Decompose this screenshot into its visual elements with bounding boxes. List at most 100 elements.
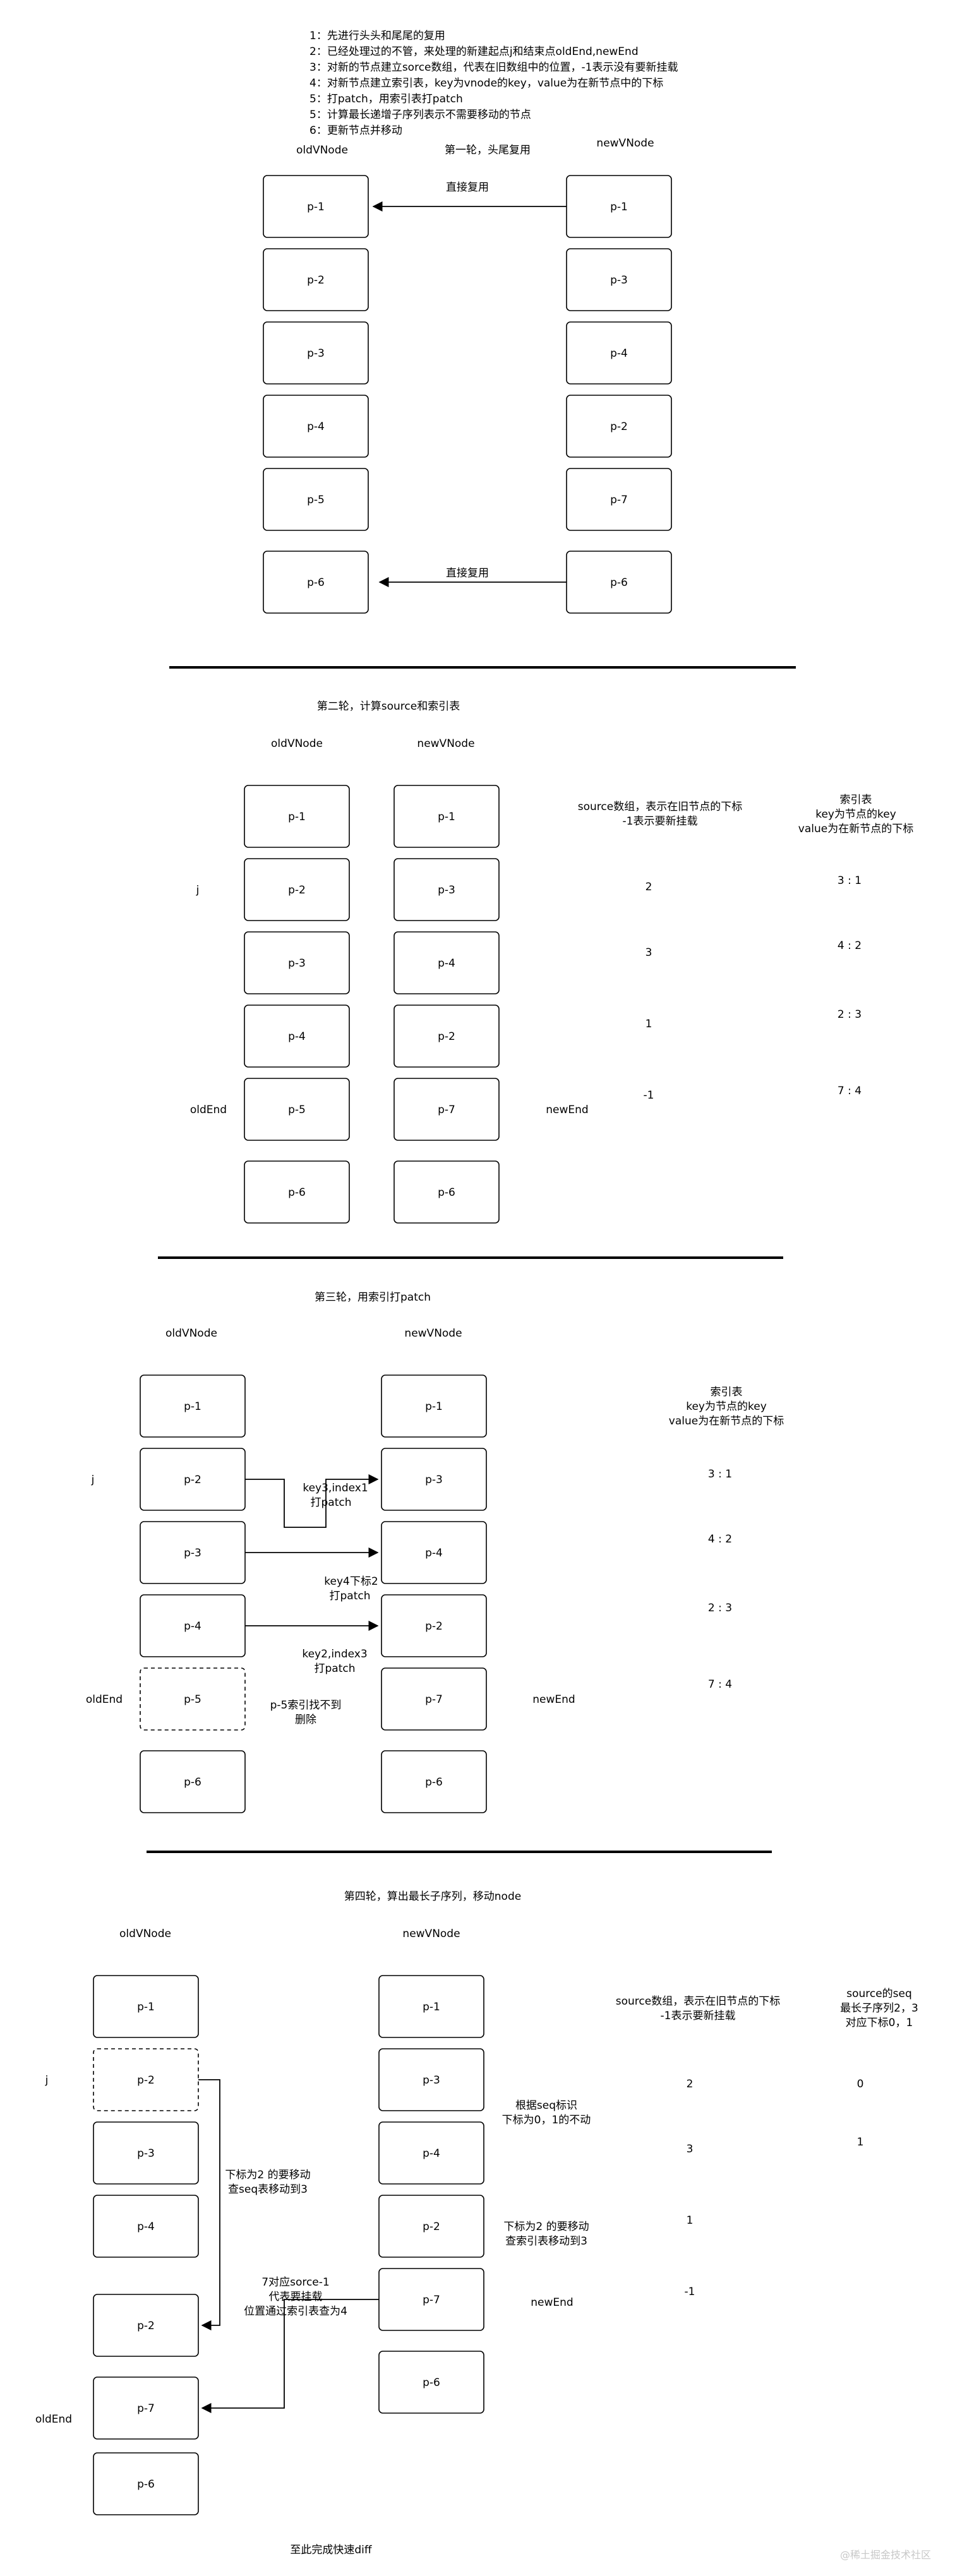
round1-new-node: p-2 — [566, 395, 672, 458]
round4-index-note: 查索引表移动到3 — [505, 2235, 587, 2248]
round3-new-node: p-2 — [381, 1594, 487, 1657]
svg-text:p-4: p-4 — [307, 420, 325, 433]
round2-new-end-label: newEnd — [546, 1104, 588, 1116]
round3-new-end-label: newEnd — [532, 1693, 575, 1706]
round3-new-node: p-4 — [381, 1521, 487, 1584]
round1-new-node: p-3 — [566, 248, 672, 311]
svg-text:p-1: p-1 — [610, 201, 628, 213]
svg-text:p-6: p-6 — [423, 2376, 440, 2389]
intro-step-1: 1：先进行头头和尾尾的复用 — [309, 30, 445, 42]
round4-index-note: 下标为2 的要移动 — [503, 2221, 589, 2233]
round2-old-node: p-2 — [244, 858, 350, 921]
round2-index-value: 2 : 3 — [838, 1008, 862, 1021]
round1-old-node: p-1 — [263, 175, 369, 238]
round3-old-label: oldVNode — [165, 1327, 217, 1340]
round3-edge1-label: key3,index1 — [303, 1482, 368, 1494]
round3-old-node: p-6 — [140, 1750, 246, 1813]
svg-text:p-6: p-6 — [184, 1776, 201, 1789]
round4-mount-note: 代表要挂载 — [269, 2291, 323, 2303]
svg-text:p-2: p-2 — [137, 2320, 155, 2332]
round2-source-value: 1 — [646, 1018, 652, 1030]
round2-index-header: key为节点的key — [815, 808, 896, 821]
round1-title: 第一轮，头尾复用 — [445, 144, 531, 157]
svg-text:p-6: p-6 — [438, 1186, 455, 1199]
round4-new-node: p-1 — [378, 1975, 484, 2038]
round3-index-header: 索引表 — [711, 1386, 743, 1398]
round4-source-value: 3 — [687, 2143, 694, 2156]
svg-text:p-2: p-2 — [610, 420, 628, 433]
round4-source-header: source数组，表示在旧节点的下标 — [616, 1995, 780, 2008]
round4-move-note: 下标为2 的要移动 — [225, 2169, 310, 2181]
svg-text:p-2: p-2 — [423, 2221, 440, 2233]
round1-old-node: p-3 — [263, 321, 369, 385]
intro-step-4: 4：对新节点建立索引表，key为vnode的key，value为在新节点中的下标 — [309, 77, 663, 90]
round3-not-found-label: p-5索引找不到 — [270, 1699, 342, 1712]
round1-old-node: p-6 — [263, 551, 369, 614]
svg-text:p-4: p-4 — [438, 957, 455, 970]
round4-seq-header: source的seq — [846, 1988, 912, 2000]
round4-new-node: p-2 — [378, 2195, 484, 2258]
round4-source-value: 1 — [687, 2214, 694, 2227]
round4-source-value: -1 — [685, 2286, 695, 2298]
svg-text:p-3: p-3 — [610, 274, 628, 287]
round1-new-label: newVNode — [596, 137, 654, 150]
round3-new-node: p-6 — [381, 1750, 487, 1813]
round3-index-header: key为节点的key — [686, 1400, 767, 1413]
round3-new-node: p-3 — [381, 1448, 487, 1511]
svg-text:p-6: p-6 — [307, 576, 325, 589]
round1-old-node: p-2 — [263, 248, 369, 311]
round4-new-end-label: newEnd — [531, 2296, 573, 2309]
round4-title: 第四轮，算出最长子序列，移动node — [344, 1890, 521, 1903]
round2-old-node: p-5 — [244, 1078, 350, 1141]
svg-text:p-6: p-6 — [610, 576, 628, 589]
footer-note: 至此完成快速diff — [290, 2544, 373, 2556]
round3-old-node: p-1 — [140, 1374, 246, 1438]
round2-title: 第二轮，计算source和索引表 — [317, 700, 460, 713]
round1-old-label: oldVNode — [296, 144, 348, 157]
svg-text:p-2: p-2 — [137, 2074, 155, 2087]
svg-text:p-2: p-2 — [288, 884, 306, 897]
round3-edge-key3 — [245, 1474, 379, 1528]
intro-step-7: 6：更新节点并移动 — [309, 124, 402, 137]
svg-text:p-2: p-2 — [184, 1474, 201, 1486]
round3-old-node: p-5 — [140, 1667, 246, 1731]
round3-edge3-label: key2,index3 — [302, 1648, 367, 1661]
svg-text:p-6: p-6 — [288, 1186, 306, 1199]
svg-text:p-1: p-1 — [307, 201, 325, 213]
round4-seq-value: 1 — [857, 2136, 864, 2149]
round2-index-header: 索引表 — [840, 794, 872, 806]
svg-text:p-1: p-1 — [423, 2001, 440, 2013]
round2-source-value: -1 — [644, 1089, 654, 1102]
round3-old-node: p-2 — [140, 1448, 246, 1511]
round3-index-value: 2 : 3 — [708, 1602, 732, 1614]
round1-old-node: p-5 — [263, 468, 369, 531]
round4-old-node: p-6 — [93, 2452, 199, 2515]
svg-text:p-2: p-2 — [425, 1620, 443, 1633]
round2-old-end-label: oldEnd — [190, 1104, 227, 1116]
round2-old-label: oldVNode — [271, 737, 323, 750]
round4-new-label: newVNode — [402, 1928, 460, 1940]
round4-source-header: -1表示要新挂载 — [661, 2010, 736, 2022]
svg-text:p-1: p-1 — [288, 811, 306, 823]
round2-source-value: 3 — [646, 946, 652, 959]
round3-edge3-label: 打patch — [315, 1662, 356, 1675]
round2-old-node: p-1 — [244, 785, 350, 848]
round3-title: 第三轮，用索引打patch — [315, 1291, 431, 1304]
svg-text:p-2: p-2 — [307, 274, 325, 287]
round2-old-node: p-3 — [244, 931, 350, 994]
round2-old-node: p-6 — [244, 1160, 350, 1224]
round3-index-value: 4 : 2 — [708, 1533, 732, 1546]
round3-edge2-label: 打patch — [330, 1590, 371, 1602]
round1-new-node: p-6 — [566, 551, 672, 614]
round4-mount-note: 7对应sorce-1 — [261, 2276, 329, 2289]
round3-not-found-label: 删除 — [295, 1714, 316, 1726]
round4-new-node: p-6 — [378, 2351, 484, 2414]
round3-index-header: value为在新节点的下标 — [669, 1415, 784, 1428]
round1: oldVNode 第一轮，头尾复用 newVNode p-1 p-2 p-3 p… — [263, 137, 672, 614]
svg-text:p-1: p-1 — [137, 2001, 155, 2013]
svg-text:p-5: p-5 — [184, 1693, 201, 1706]
round3-edge2-label: key4下标2 — [324, 1575, 378, 1588]
round2-new-node: p-6 — [393, 1160, 500, 1224]
round4-j-label: j — [45, 2074, 49, 2087]
